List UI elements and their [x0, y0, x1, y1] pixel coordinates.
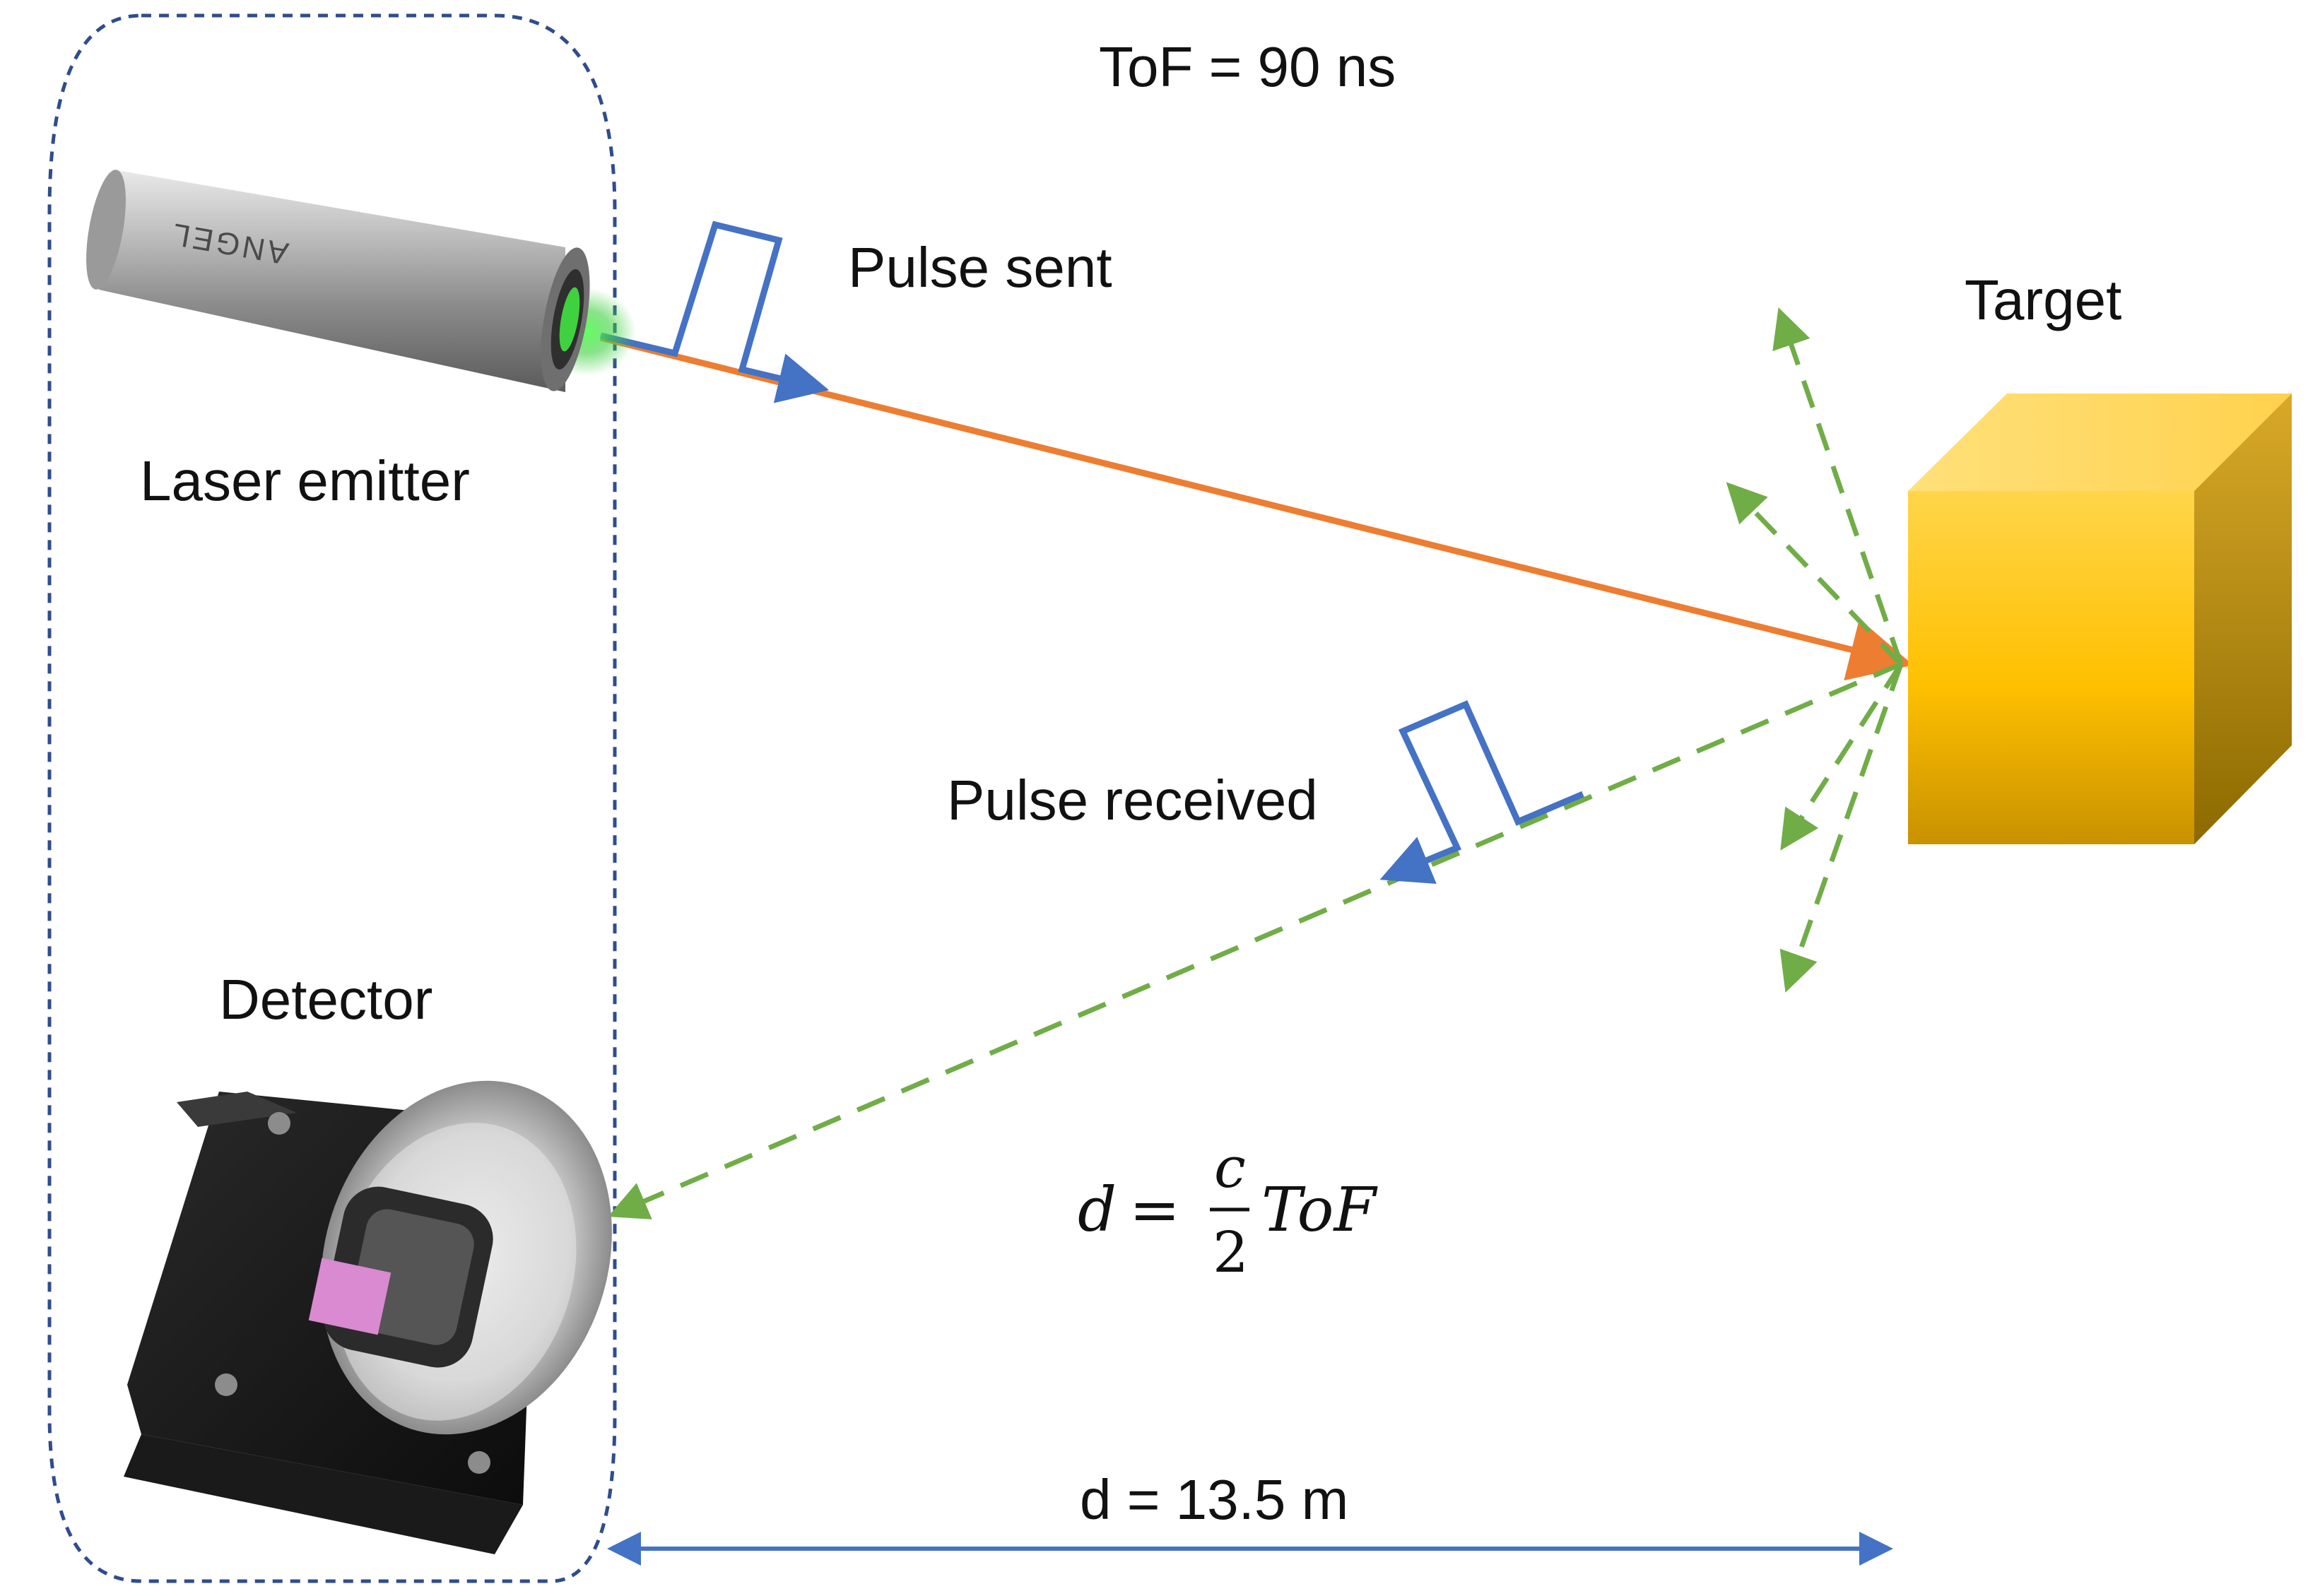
detector-label: Detector	[219, 968, 432, 1031]
formula-denominator: 2	[1213, 1219, 1249, 1285]
distance-label: d = 13.5 m	[1080, 1468, 1348, 1531]
detector-camera-icon	[124, 1080, 612, 1554]
scatter-rays	[1726, 307, 1904, 993]
formula-numerator: c	[1214, 1135, 1246, 1200]
target-label: Target	[1965, 268, 2121, 331]
outgoing-beam	[599, 334, 1914, 681]
pulse-sent-label: Pulse sent	[848, 236, 1112, 299]
laser-emitter-label: Laser emitter	[140, 449, 470, 512]
formula-rhs: ToF	[1261, 1175, 1378, 1246]
tof-label: ToF = 90 ns	[1099, 35, 1396, 98]
formula-equals: =	[1129, 1175, 1180, 1246]
pulse-received-label: Pulse received	[947, 769, 1318, 832]
received-pulse-shape	[1379, 700, 1584, 884]
laser-emitter-icon: ANGEL	[86, 170, 636, 392]
formula-lhs: d	[1078, 1175, 1117, 1246]
target-cube-icon	[1908, 394, 2292, 844]
distance-formula: d = c 2 ToF	[1078, 1135, 1378, 1285]
return-beam	[608, 661, 1902, 1219]
sent-pulse	[599, 220, 830, 403]
